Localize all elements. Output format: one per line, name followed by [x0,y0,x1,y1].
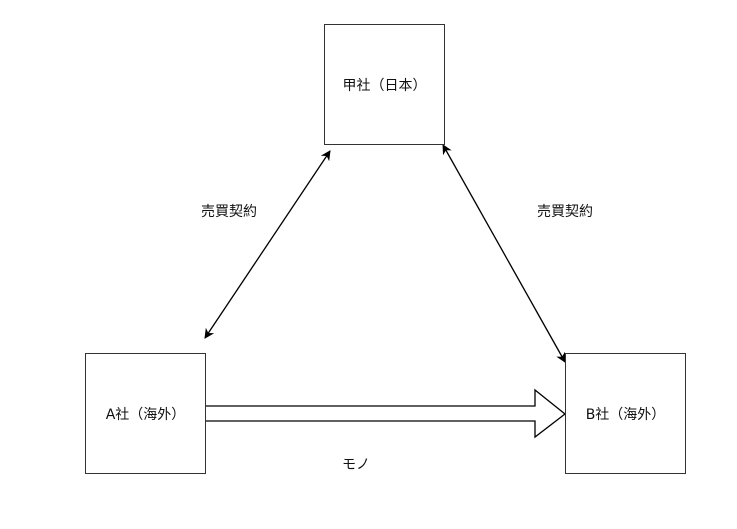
node-label: B社（海外） [585,406,666,423]
edge-label-a-kou: 売買契約 [201,204,257,220]
goods-flow-arrow [204,388,567,439]
contract-arrow-b-kou [442,144,566,363]
node-company-a[interactable]: A社（海外） [85,353,206,474]
node-label: 甲社（日本） [342,77,427,94]
node-label: A社（海外） [105,406,186,423]
node-company-b[interactable]: B社（海外） [565,353,686,474]
edge-label-b-kou: 売買契約 [537,204,593,220]
node-company-kou[interactable]: 甲社（日本） [324,24,445,145]
edge-label-a-b: モノ [342,457,370,473]
contract-arrow-a-kou [204,150,331,339]
